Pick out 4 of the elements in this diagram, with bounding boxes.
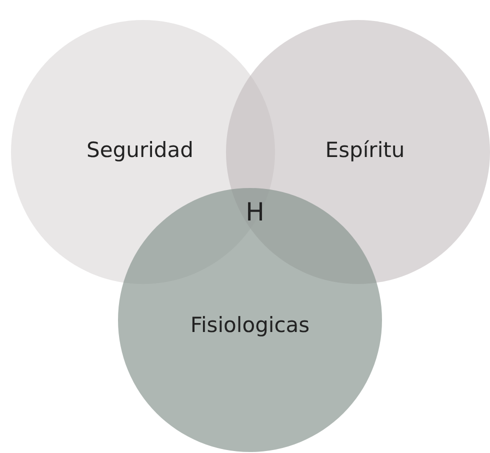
circle-label: Seguridad <box>86 138 194 162</box>
circle-label: Fisiologicas <box>190 313 310 337</box>
intersection-label: H <box>246 198 264 226</box>
circle-label: Espíritu <box>325 138 405 162</box>
